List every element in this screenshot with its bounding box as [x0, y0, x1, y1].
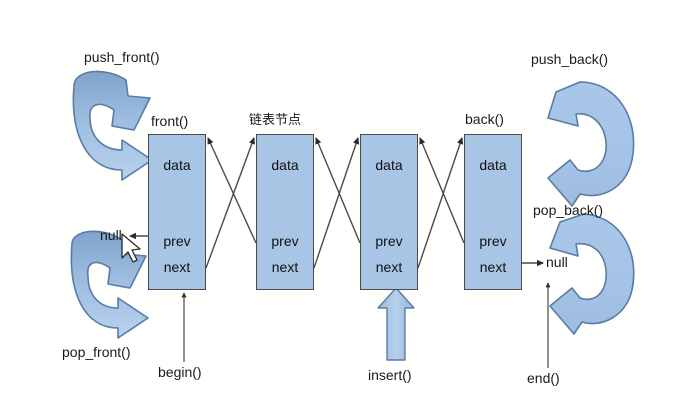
list-node-4: data prev next — [464, 134, 522, 290]
connectors-node1-node2 — [205, 137, 257, 269]
node-4-data-field: data — [479, 157, 507, 173]
list-node-3: data prev next — [360, 134, 418, 290]
list-node-2: data prev next — [256, 134, 314, 290]
label-back: back() — [465, 111, 504, 127]
node-4-prev-field: prev — [479, 233, 507, 249]
node-2-next-field: next — [271, 259, 299, 275]
push-front-arrow-icon — [72, 70, 153, 181]
label-end: end() — [527, 370, 560, 386]
node-3-data-field: data — [375, 157, 403, 173]
node-4-next-field: next — [479, 259, 507, 275]
pop-front-arrow-icon — [70, 230, 149, 339]
label-node-caption: 链表节点 — [249, 112, 302, 127]
node-2-data-field: data — [271, 157, 299, 173]
list-node-1: data prev next — [148, 134, 206, 290]
node-2-prev-field: prev — [271, 233, 299, 249]
label-push-front: push_front() — [84, 49, 160, 65]
connectors-node3-node4 — [417, 137, 465, 269]
label-push-back: push_back() — [531, 51, 609, 67]
node-3-next-field: next — [375, 259, 403, 275]
label-front: front() — [151, 113, 189, 129]
node-1-next-field: next — [163, 259, 191, 275]
connectors-node2-node3 — [313, 137, 361, 269]
label-pop-back: pop_back() — [533, 202, 604, 218]
label-null-right: null — [546, 254, 568, 270]
label-null-left: null — [100, 227, 122, 243]
node-3-prev-field: prev — [375, 233, 403, 249]
label-begin: begin() — [158, 364, 202, 380]
label-insert: insert() — [368, 367, 412, 383]
push-back-arrow-icon — [547, 81, 635, 207]
insert-arrow-icon — [377, 287, 415, 361]
pop-back-arrow-icon — [549, 213, 635, 335]
mouse-cursor-icon — [121, 233, 141, 263]
node-1-prev-field: prev — [163, 233, 191, 249]
label-pop-front: pop_front() — [62, 344, 131, 360]
node-1-data-field: data — [163, 157, 191, 173]
